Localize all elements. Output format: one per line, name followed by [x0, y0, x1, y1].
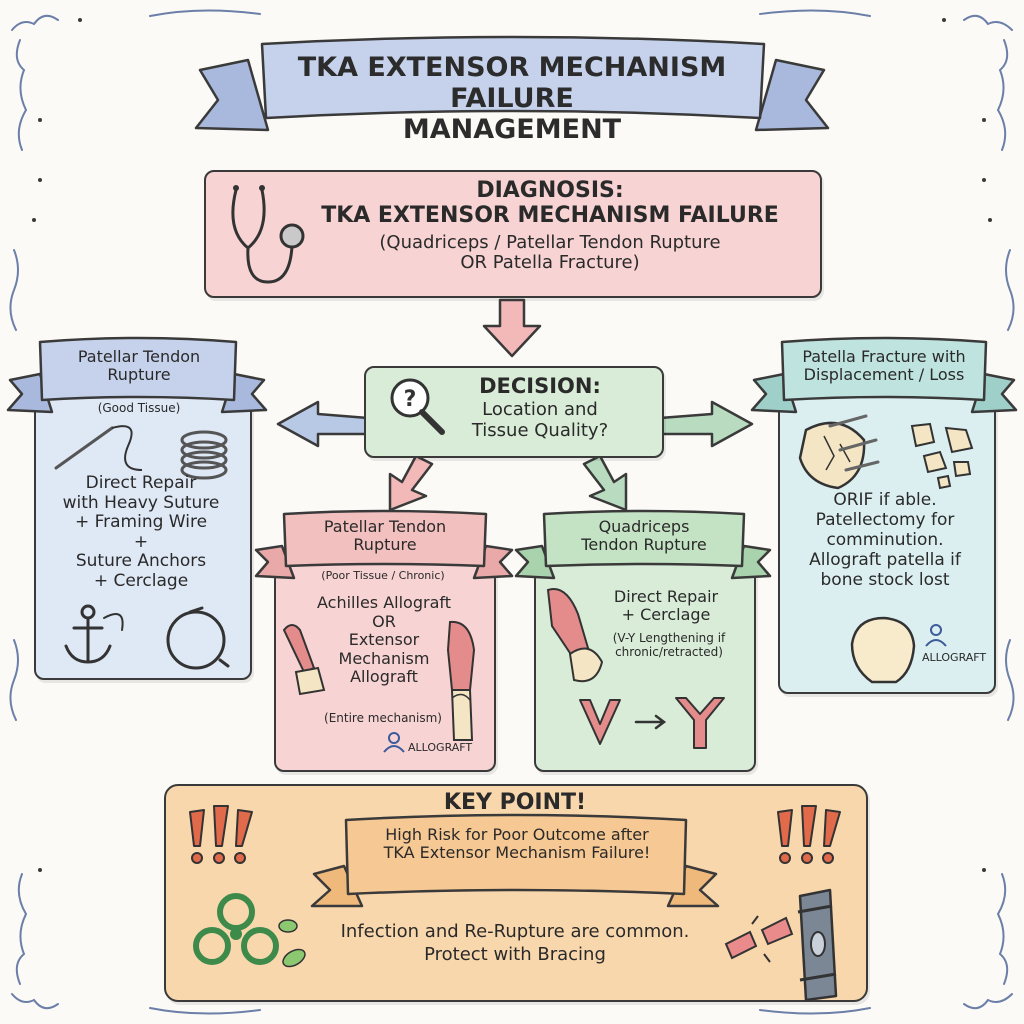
right-panel-tag: ALLOGRAFT: [922, 651, 987, 664]
mid-left-panel-body: Achilles Allograft OR Extensor Mechanism…: [317, 593, 451, 687]
key-point-body: Infection and Re-Rupture are common. Pro…: [340, 921, 690, 966]
page-title: TKA EXTENSOR MECHANISM FAILURE MANAGEMEN…: [297, 52, 727, 146]
diagnosis-text: DIAGNOSIS: TKA EXTENSOR MECHANISM FAILUR…: [321, 178, 779, 274]
diagnosis-box: [204, 170, 822, 298]
left-panel-subtitle: (Good Tissue): [97, 401, 181, 415]
left-panel-banner: Patellar Tendon Rupture: [77, 347, 201, 385]
left-panel: [34, 390, 252, 680]
mid-right-panel-body: Direct Repair + Cerclage: [613, 587, 719, 625]
mid-left-panel-tag: ALLOGRAFT: [408, 741, 473, 754]
mid-left-panel-subtitle: (Poor Tissue / Chronic): [321, 569, 445, 582]
right-panel-banner: Patella Fracture with Displacement / Los…: [802, 347, 966, 385]
svg-text:?: ?: [404, 387, 417, 412]
mid-left-panel-banner: Patellar Tendon Rupture: [323, 517, 447, 555]
mid-right-panel-note: (V-Y Lengthening if chronic/retracted): [612, 631, 726, 659]
key-point-banner: High Risk for Poor Outcome after TKA Ext…: [383, 825, 651, 863]
decision-text: DECISION: Location and Tissue Quality?: [471, 374, 609, 441]
mid-left-panel-note: (Entire mechanism): [324, 711, 442, 725]
mid-right-panel-banner: Quadriceps Tendon Rupture: [581, 517, 707, 555]
key-point-heading: KEY POINT!: [443, 790, 587, 815]
right-panel-body: ORIF if able. Patellectomy for comminuti…: [809, 490, 961, 591]
left-panel-body: Direct Repair with Heavy Suture + Framin…: [62, 473, 220, 591]
